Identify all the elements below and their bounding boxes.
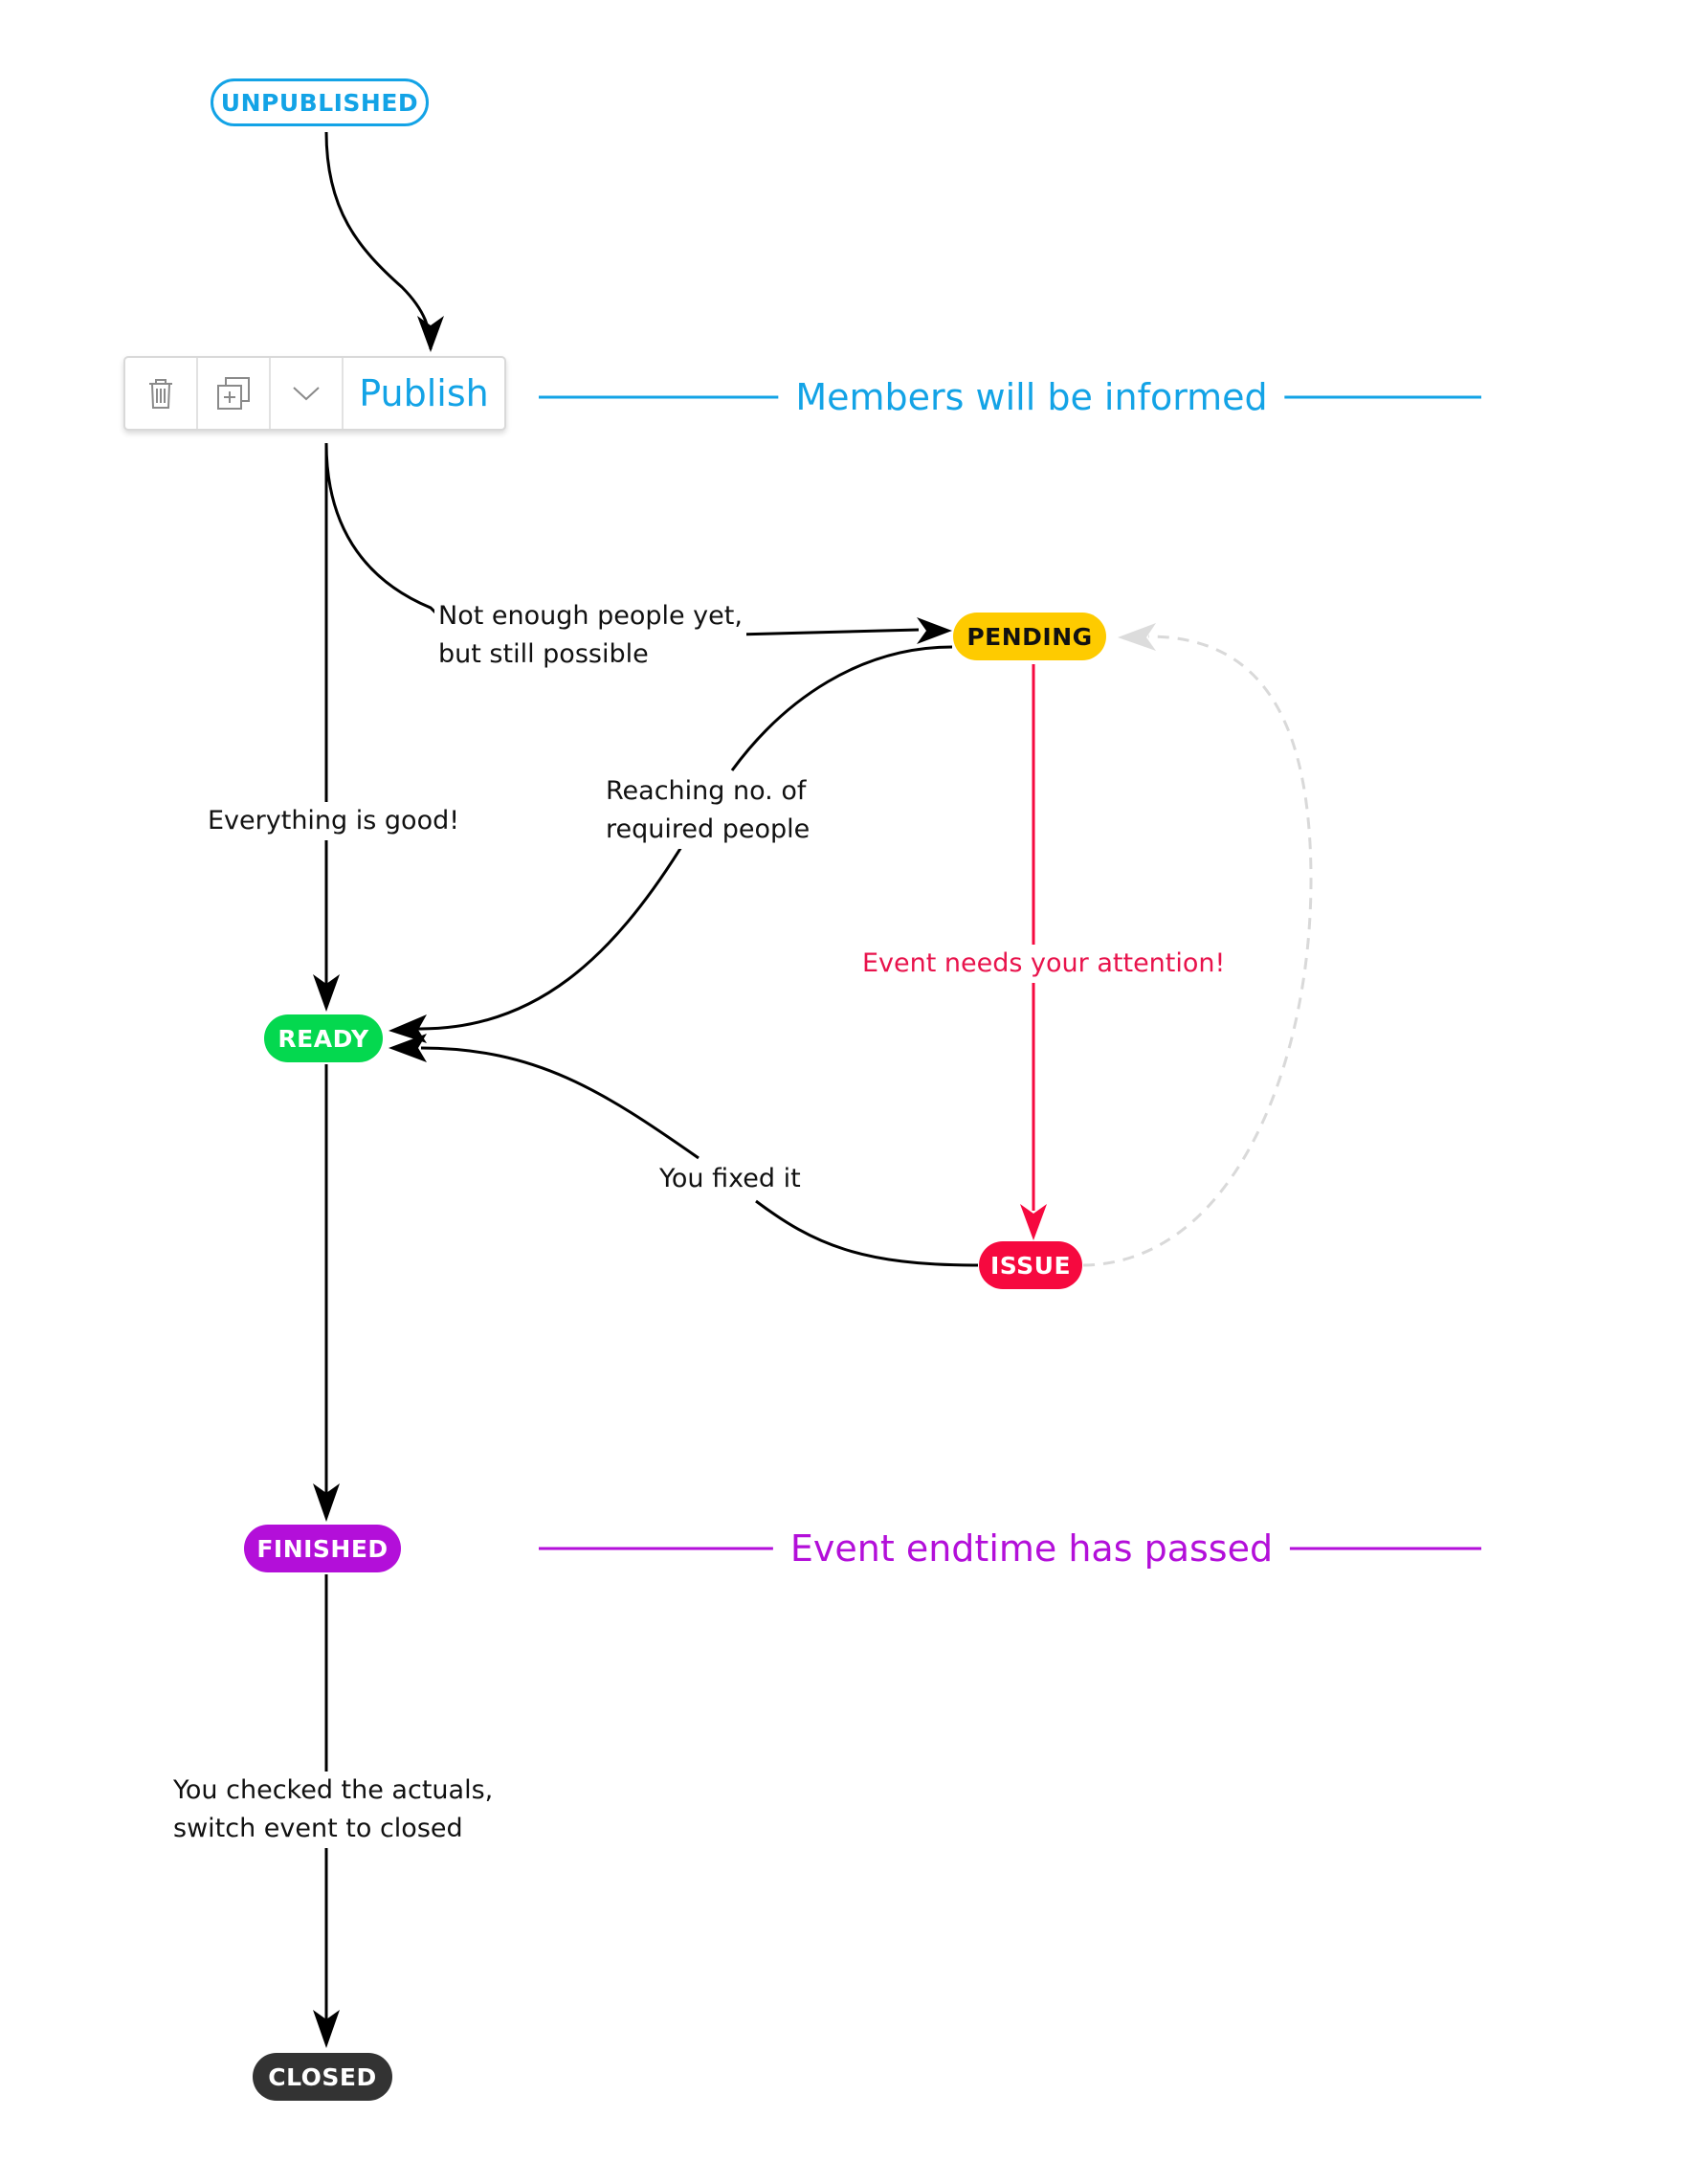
edge-publish-to-pending-tail: [736, 628, 920, 636]
edge-issue-to-pending-dashed: [1082, 635, 1313, 1267]
label-reaching-required: Reaching no. of required people: [602, 772, 814, 849]
trash-icon: [149, 379, 172, 409]
more-options-button[interactable]: [271, 358, 344, 429]
arrowhead-publish: [417, 316, 444, 352]
arrowhead-closed: [313, 2010, 340, 2048]
state-finished: FINISHED: [244, 1525, 401, 1572]
arrowhead-pending: [917, 617, 952, 644]
duplicate-icon: [217, 377, 250, 410]
label-you-fixed-it: You fixed it: [655, 1160, 805, 1198]
state-ready: READY: [264, 1014, 383, 1062]
arrowhead-finished: [313, 1483, 340, 1522]
arrowhead-issue: [1020, 1204, 1047, 1240]
arrowhead-ready-from-issue: [389, 1034, 427, 1062]
publish-toolbar: Publish: [123, 356, 506, 431]
edge-pending-to-ready-tail: [416, 846, 683, 1031]
note-endtime-passed: Event endtime has passed: [772, 1527, 1291, 1570]
edge-pending-to-ready: [730, 645, 953, 771]
edge-publish-to-pending: [324, 442, 437, 614]
state-issue: ISSUE: [979, 1241, 1082, 1289]
edge-issue-to-ready-tail: [420, 1046, 700, 1160]
label-event-attention: Event needs your attention!: [858, 945, 1230, 983]
chevron-down-icon: [293, 387, 320, 401]
label-everything-good: Everything is good!: [204, 802, 464, 840]
arrowhead-pending-dashed: [1118, 623, 1156, 651]
label-not-enough-people: Not enough people yet, but still possibl…: [434, 597, 746, 674]
duplicate-button[interactable]: [198, 358, 271, 429]
label-checked-actuals: You checked the actuals, switch event to…: [169, 1772, 498, 1848]
edge-issue-to-ready: [755, 1199, 979, 1267]
state-closed: CLOSED: [253, 2053, 392, 2101]
arrowhead-ready: [313, 974, 340, 1012]
publish-button[interactable]: Publish: [359, 372, 489, 414]
arrowhead-ready-from-pending: [389, 1014, 427, 1043]
delete-button[interactable]: [125, 358, 198, 429]
edge-unpublished-to-publish: [324, 131, 433, 350]
state-pending: PENDING: [953, 613, 1106, 660]
note-members-informed: Members will be informed: [778, 376, 1285, 418]
state-unpublished: UNPUBLISHED: [211, 78, 429, 126]
